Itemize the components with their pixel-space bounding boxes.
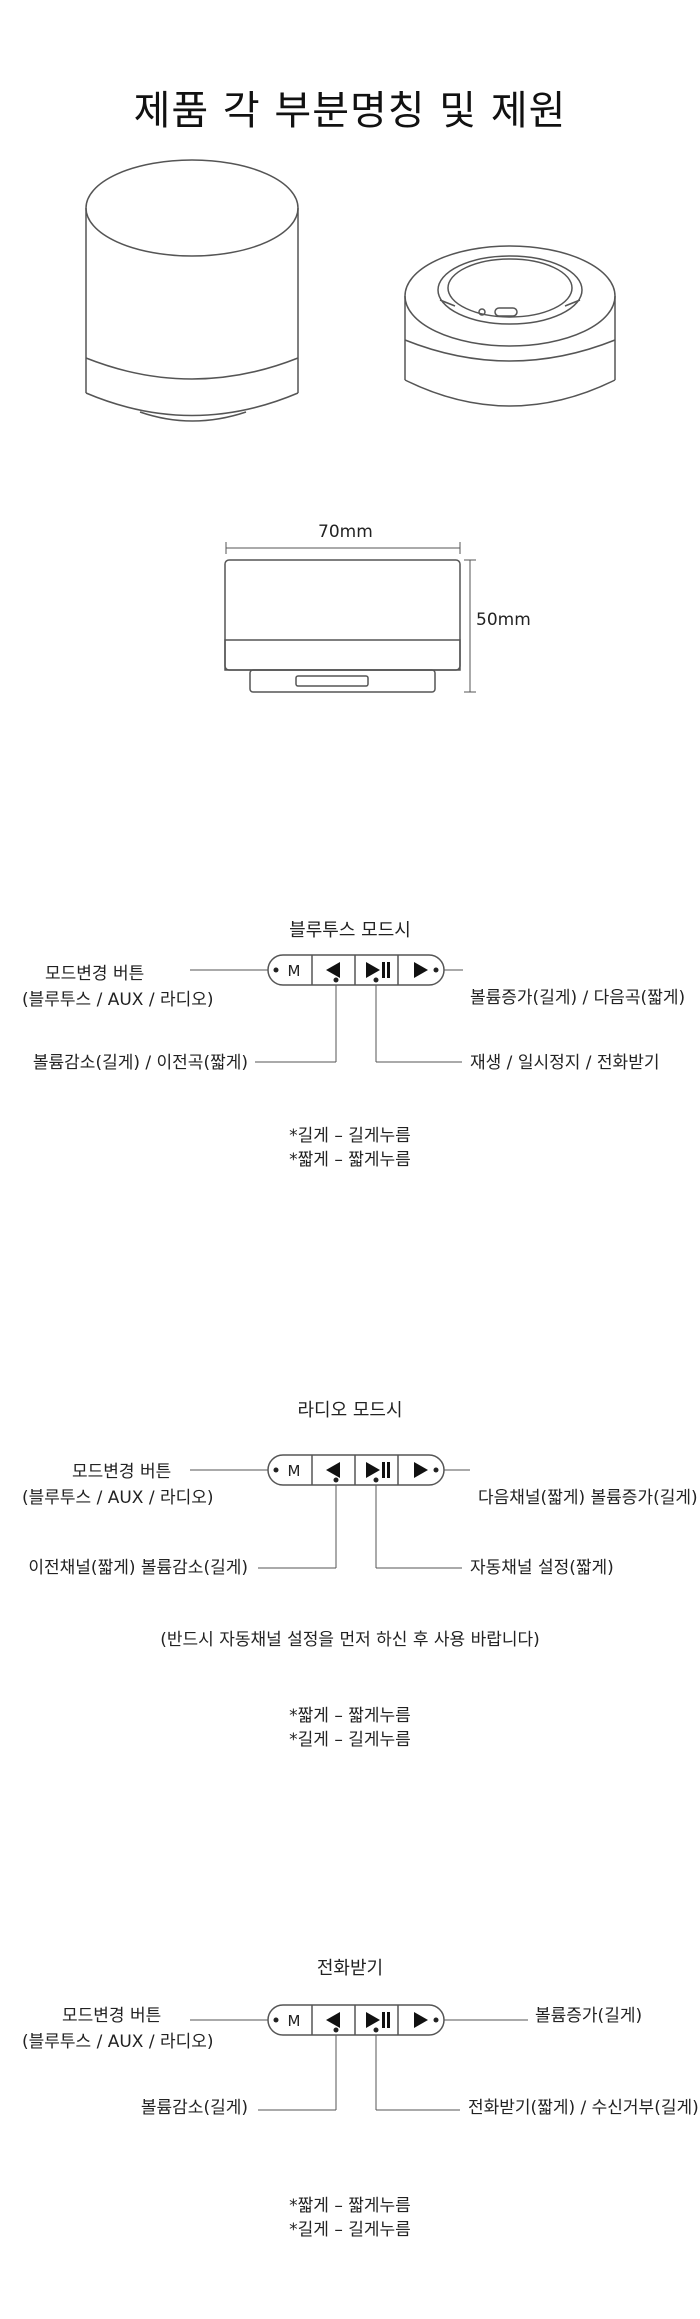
speaker-front-illustration xyxy=(85,159,299,422)
width-dimension-label: 70mm xyxy=(318,522,373,542)
connector-dot xyxy=(273,1467,279,1473)
next-icon xyxy=(414,2012,428,2028)
play-pause-icon xyxy=(366,2012,380,2028)
mode-key: M xyxy=(288,962,301,980)
footnote: *짧게 – 짧게누름 xyxy=(289,1706,411,1726)
height-dimension-label: 50mm xyxy=(476,610,531,630)
connector-dot xyxy=(433,967,439,973)
mode-button-sublabel: (블루투스 / AUX / 라디오) xyxy=(22,2032,214,2052)
section-title: 라디오 모드시 xyxy=(297,1400,403,1421)
footnote: *길게 – 길게누름 xyxy=(289,2220,411,2240)
button-diagram: M xyxy=(190,954,463,1063)
next-channel-label: 다음채널(짧게) 볼륨증가(길게) xyxy=(478,1488,698,1508)
next-icon xyxy=(414,962,428,978)
footnote: *길게 – 길게누름 xyxy=(289,1730,411,1750)
prev-icon xyxy=(326,2012,340,2028)
connector-dot xyxy=(333,1477,339,1483)
mode-button-label: 모드변경 버튼 xyxy=(62,2006,162,2026)
footnote: *짧게 – 짧게누름 xyxy=(289,2196,411,2216)
play-pause-icon xyxy=(366,1462,380,1478)
footnote: *짧게 – 짧게누름 xyxy=(289,1150,411,1170)
connector-dot xyxy=(433,1467,439,1473)
play-pause-label: 재생 / 일시정지 / 전화받기 xyxy=(470,1053,660,1073)
connector-dot xyxy=(273,2017,279,2023)
mode-key: M xyxy=(288,1462,301,1480)
connector-dot xyxy=(333,977,339,983)
play-pause-icon xyxy=(366,962,380,978)
connector-dot xyxy=(333,2027,339,2033)
product-illustrations xyxy=(85,159,616,693)
section-title: 전화받기 xyxy=(316,1958,384,1979)
volume-down-label: 볼륨감소(길게) / 이전곡(짧게) xyxy=(32,1053,248,1073)
speaker-bottom-illustration xyxy=(404,245,616,407)
connector-dot xyxy=(373,2027,379,2033)
connector-dot xyxy=(373,1477,379,1483)
volume-down-label: 볼륨감소(길게) xyxy=(140,2098,248,2118)
button-diagram: M xyxy=(190,2004,528,2111)
prev-channel-label: 이전채널(짧게) 볼륨감소(길게) xyxy=(28,1558,248,1578)
mode-button-sublabel: (블루투스 / AUX / 라디오) xyxy=(22,1488,214,1508)
auto-channel-label: 자동채널 설정(짧게) xyxy=(470,1558,614,1578)
answer-call-label: 전화받기(짧게) / 수신거부(길게) xyxy=(468,2098,699,2118)
next-icon xyxy=(414,1462,428,1478)
mode-button-sublabel: (블루투스 / AUX / 라디오) xyxy=(22,990,214,1010)
button-diagram: M xyxy=(190,1454,470,1569)
usage-note: (반드시 자동채널 설정을 먼저 하신 후 사용 바랍니다) xyxy=(160,1630,540,1650)
mode-button-label: 모드변경 버튼 xyxy=(72,1462,172,1482)
footnote: *길게 – 길게누름 xyxy=(289,1126,411,1146)
connector-dot xyxy=(433,2017,439,2023)
volume-up-label: 볼륨증가(길게) / 다음곡(짧게) xyxy=(470,988,686,1008)
mode-button-label: 모드변경 버튼 xyxy=(45,964,145,984)
prev-icon xyxy=(326,1462,340,1478)
mode-key: M xyxy=(288,2012,301,2030)
connector-dot xyxy=(273,967,279,973)
page-title: 제품 각 부분명칭 및 제원 xyxy=(133,88,567,134)
prev-icon xyxy=(326,962,340,978)
volume-up-label: 볼륨증가(길게) xyxy=(535,2006,643,2026)
section-title: 블루투스 모드시 xyxy=(289,920,411,941)
connector-dot xyxy=(373,977,379,983)
dimension-drawing xyxy=(224,542,476,693)
